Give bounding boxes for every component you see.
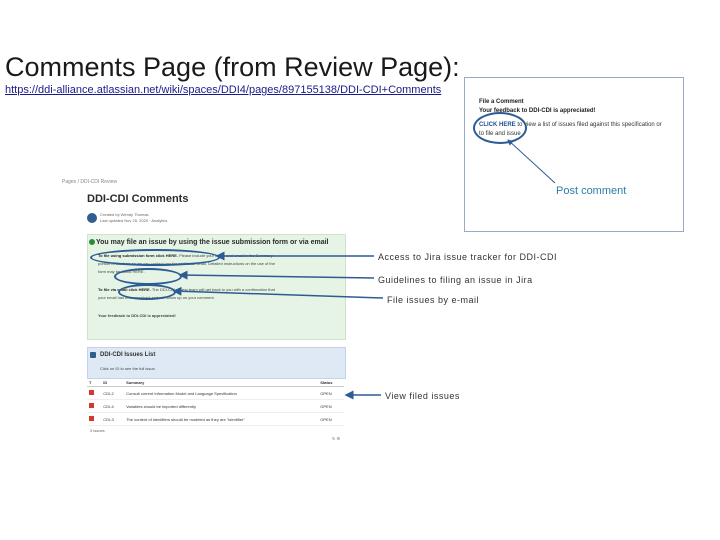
snippet-feedback: Your feedback to DDI-CDI is appreciated!	[479, 108, 596, 114]
annotation-jira-access: Access to Jira issue tracker for DDI-CDI	[378, 252, 558, 262]
issue-id[interactable]: CDI-2	[101, 386, 125, 400]
arrow-post-comment	[507, 139, 556, 184]
email-instruction-rest: The DDI-CDI review team will get back to…	[150, 287, 275, 292]
col-status: Status	[318, 379, 344, 387]
issue-id[interactable]: CDI-4	[101, 399, 125, 413]
avatar	[87, 213, 97, 223]
issue-status: OPEN	[318, 412, 344, 426]
snippet-callout-ellipse	[473, 112, 527, 144]
issue-summary[interactable]: The content of identifiers should be mod…	[124, 412, 319, 426]
arrow-email	[172, 286, 384, 299]
annotation-email: File issues by e-mail	[387, 295, 480, 305]
comments-page-link[interactable]: https://ddi-alliance.atlassian.net/wiki/…	[5, 84, 442, 96]
submission-panel-header: You may file an issue by using the issue…	[96, 239, 329, 246]
annotation-view-issues: View filed issues	[385, 391, 460, 401]
col-summary: Summary	[124, 379, 319, 387]
snippet-line-rest: to view a list of issues filed against t…	[517, 122, 662, 128]
issues-list-panel: DDI-CDI Issues List Click on ID to see t…	[87, 347, 346, 379]
slide-title: Comments Page (from Review Page):	[5, 52, 460, 82]
issues-list-hint: Click on ID to see the full issue.	[100, 366, 156, 371]
check-icon	[89, 239, 95, 245]
issues-table: T ID Summary Status CDI-2 Consult curren…	[87, 379, 344, 426]
annotation-guidelines: Guidelines to filing an issue in Jira	[378, 275, 533, 285]
issue-summary[interactable]: Variables should be imported differently	[124, 399, 319, 413]
col-id: ID	[101, 379, 125, 387]
arrow-guidelines	[178, 270, 375, 280]
file-comment-snippet: File a Comment Your feedback to DDI-CDI …	[464, 77, 684, 232]
issues-count: 3 issues	[90, 428, 105, 433]
page-meta: Created by Wendy Thomas Last updated Nov…	[100, 212, 167, 224]
table-row[interactable]: CDI-4 Variables should be imported diffe…	[87, 399, 344, 413]
col-type: T	[87, 379, 102, 387]
bug-icon	[87, 386, 102, 400]
bug-icon	[87, 399, 102, 413]
issue-status: OPEN	[318, 399, 344, 413]
page-title: DDI-CDI Comments	[87, 193, 189, 205]
issue-summary[interactable]: Consult current Information Model and La…	[124, 386, 319, 400]
jira-icon	[90, 352, 96, 358]
issues-list-header: DDI-CDI Issues List	[100, 352, 156, 358]
issue-id[interactable]: CDI-3	[101, 412, 125, 426]
snippet-heading: File a Comment	[479, 99, 524, 105]
table-row[interactable]: CDI-2 Consult current Information Model …	[87, 386, 344, 400]
table-row[interactable]: CDI-3 The content of identifiers should …	[87, 412, 344, 426]
post-comment-button[interactable]: Post comment	[556, 185, 627, 197]
meta-updated: Last updated Nov 25, 2020 · Analytics	[100, 218, 168, 223]
bug-icon	[87, 412, 102, 426]
issues-table-header: T ID Summary Status	[87, 379, 344, 387]
issue-status: OPEN	[318, 386, 344, 400]
breadcrumb[interactable]: Pages / DDI-CDI Review	[62, 179, 118, 185]
table-tools-icon[interactable]: ↻ ⚙	[332, 436, 341, 441]
feedback-appreciated-text: Your feedback to DDI-CDI is appreciated!	[98, 313, 176, 318]
meta-author: Created by Wendy Thomas	[100, 212, 149, 217]
